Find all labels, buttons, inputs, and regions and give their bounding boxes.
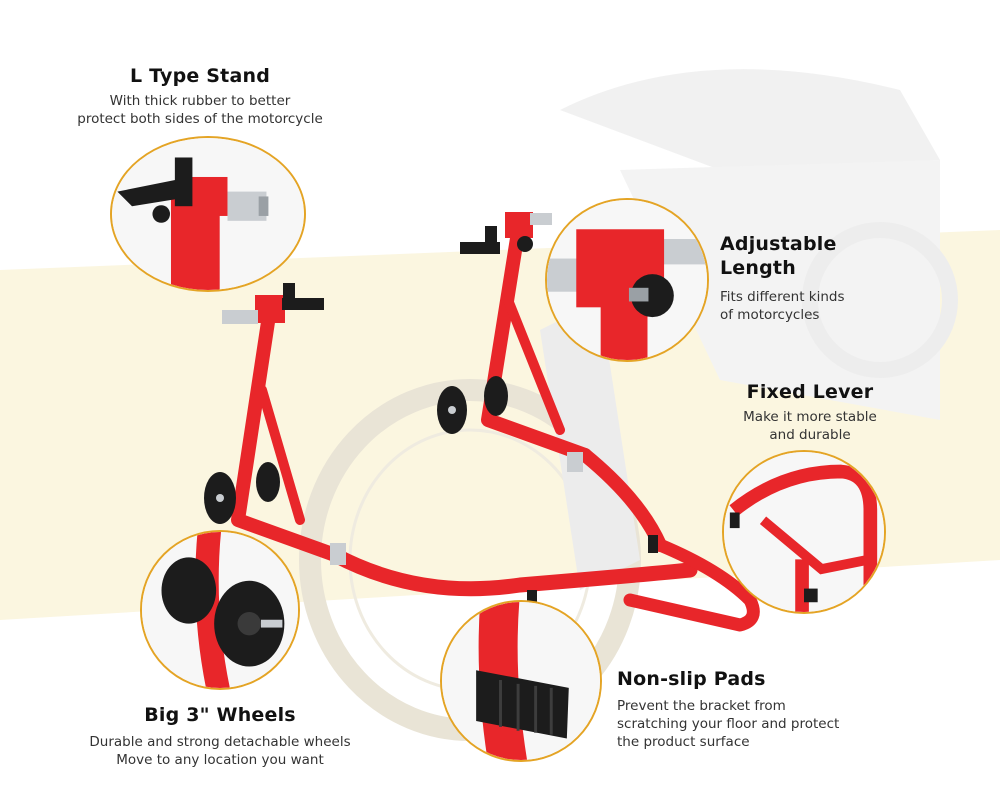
fixed-lever-detail-image [724, 452, 884, 612]
l-type-stand-detail-image [112, 138, 304, 290]
non-slip-pads-detail-image [442, 602, 600, 760]
big-wheels-desc-line1: Durable and strong detachable wheels [89, 734, 351, 750]
l-type-stand-desc-line1: With thick rubber to better [109, 93, 291, 109]
adjustable-length-desc-line2: of motorcycles [720, 307, 820, 323]
l-type-stand-desc-line2: protect both sides of the motorcycle [77, 111, 323, 127]
non-slip-pads-closeup [440, 600, 602, 762]
non-slip-pads-title: Non-slip Pads [617, 668, 766, 690]
adjustable-length-desc-line1: Fits different kinds [720, 289, 845, 305]
fixed-lever-closeup [722, 450, 886, 614]
adjustable-length-detail-image [547, 200, 707, 360]
big-wheels-feature: Big 3" Wheels Durable and strong detacha… [60, 703, 380, 769]
adjustable-length-feature: Adjustable Length Fits different kinds o… [720, 232, 960, 324]
l-type-stand-closeup [110, 136, 306, 292]
adjustable-length-title-line2: Length [720, 257, 796, 279]
big-wheels-title: Big 3" Wheels [144, 704, 296, 726]
fixed-lever-desc-line2: and durable [769, 427, 851, 443]
non-slip-pads-desc-line3: the product surface [617, 734, 750, 750]
non-slip-pads-feature: Non-slip Pads Prevent the bracket from s… [617, 667, 877, 751]
adjustable-length-closeup [545, 198, 709, 362]
adjustable-length-title-line1: Adjustable [720, 233, 837, 255]
big-wheels-detail-image [142, 532, 298, 688]
l-type-stand-feature: L Type Stand With thick rubber to better… [50, 64, 350, 128]
l-type-stand-title: L Type Stand [129, 65, 271, 87]
non-slip-pads-desc-line2: scratching your floor and protect [617, 716, 840, 732]
fixed-lever-desc-line1: Make it more stable [743, 409, 877, 425]
fixed-lever-feature: Fixed Lever Make it more stable and dura… [710, 380, 910, 444]
fixed-lever-title: Fixed Lever [746, 381, 874, 403]
big-wheels-desc-line2: Move to any location you want [116, 752, 324, 768]
big-wheels-closeup [140, 530, 300, 690]
non-slip-pads-desc-line1: Prevent the bracket from [617, 698, 786, 714]
